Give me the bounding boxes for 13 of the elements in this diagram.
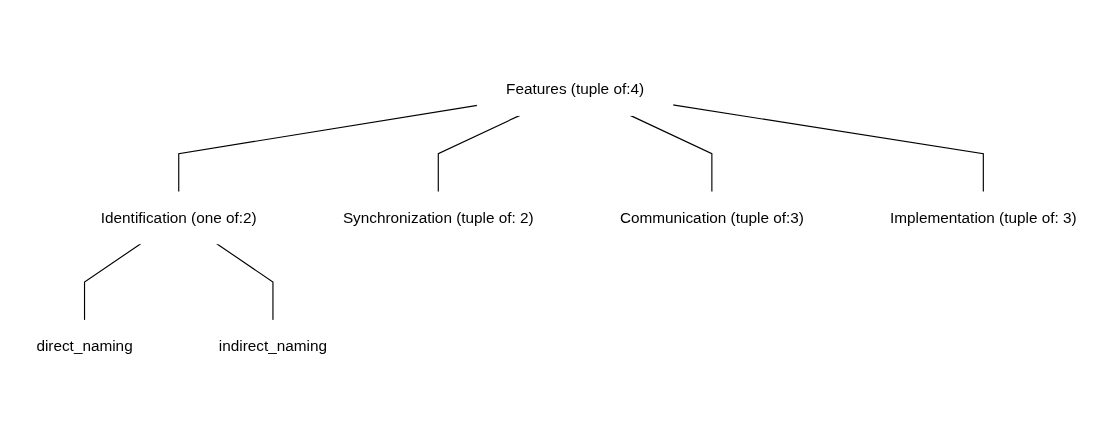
node-text: Communication (tuple of:3)	[619, 209, 804, 226]
node-text: Implementation (tuple of: 3)	[890, 209, 1077, 226]
node-text: indirect_naming	[218, 337, 328, 354]
node-text: Identification (one of:2)	[100, 209, 257, 226]
connector	[178, 104, 478, 193]
connector	[672, 104, 984, 193]
connector	[437, 114, 521, 193]
node-text: direct_naming	[36, 337, 133, 354]
connector	[83, 243, 142, 322]
connector	[629, 114, 713, 193]
node-text: Features (tuple of:4)	[506, 81, 645, 98]
node-text: Synchronization (tuple of: 2)	[342, 209, 534, 226]
connector	[216, 243, 274, 322]
